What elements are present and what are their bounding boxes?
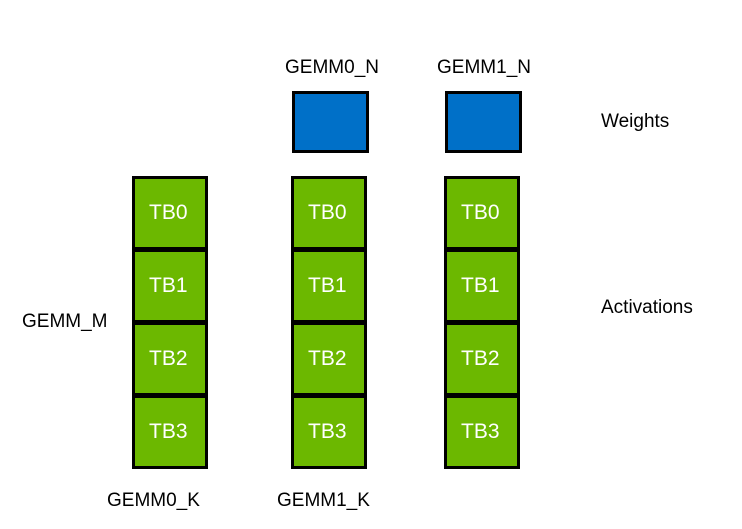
activation-cell: TB3	[444, 395, 520, 469]
activation-column-0: TB0 TB1 TB2 TB3	[132, 176, 208, 469]
activation-cell: TB2	[132, 322, 208, 396]
gemm-m-label: GEMM_M	[22, 311, 108, 332]
gemm0-n-label-line1: GEMM0_N	[285, 57, 379, 78]
activation-cell: TB2	[291, 322, 367, 396]
weight-block-1	[445, 91, 522, 153]
activation-cell: TB1	[132, 249, 208, 323]
activation-cell: TB3	[132, 395, 208, 469]
weights-label: Weights	[601, 111, 670, 132]
activation-column-2: TB0 TB1 TB2 TB3	[444, 176, 520, 469]
gemm0-k-label: GEMM0_K	[107, 490, 200, 511]
activation-column-1: TB0 TB1 TB2 TB3	[291, 176, 367, 469]
activation-cell: TB2	[444, 322, 520, 396]
activations-label: Activations	[601, 297, 693, 318]
gemm1-n-label-line1: GEMM1_N	[437, 57, 531, 78]
activation-cell: TB1	[291, 249, 367, 323]
activation-cell: TB3	[291, 395, 367, 469]
gemm1-k-label: GEMM1_K	[277, 490, 370, 511]
activation-cell: TB1	[444, 249, 520, 323]
activation-cell: TB0	[291, 176, 367, 250]
weight-block-0	[292, 91, 369, 153]
activation-cell: TB0	[444, 176, 520, 250]
activation-cell: TB0	[132, 176, 208, 250]
